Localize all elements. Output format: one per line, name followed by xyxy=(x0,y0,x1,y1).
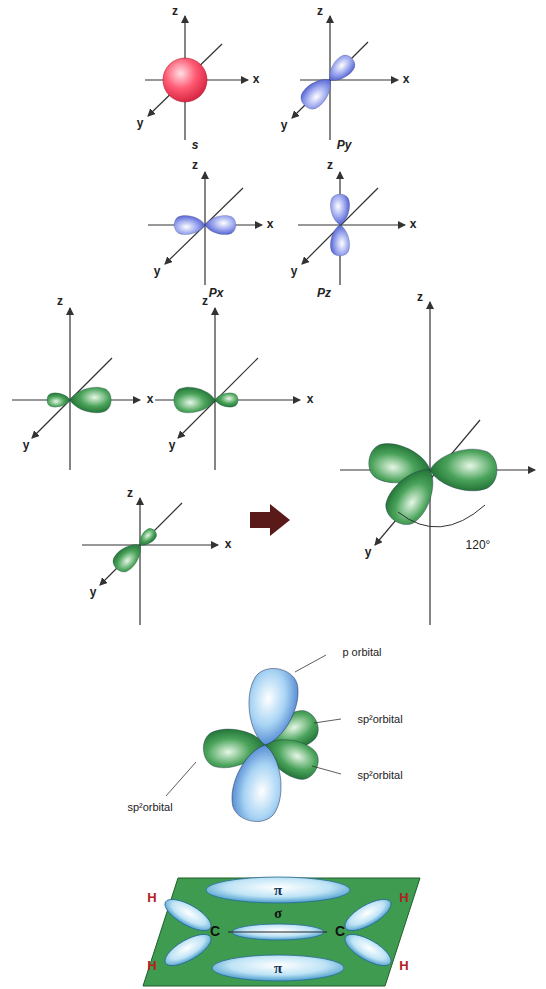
bond-label: σ xyxy=(274,906,282,921)
axis-label: y xyxy=(90,586,97,599)
orbital-name: Px xyxy=(209,287,224,300)
axis-label: x xyxy=(147,393,154,406)
axis-label: y xyxy=(154,265,161,278)
axis-label: z xyxy=(127,487,133,500)
orbital-callout: sp²orbital xyxy=(357,769,402,781)
axis-label: z xyxy=(202,295,208,308)
axis-label: z xyxy=(327,159,333,172)
atom-symbol: H xyxy=(399,959,408,973)
axis-label: y xyxy=(281,119,288,132)
bond-label: π xyxy=(274,882,282,899)
atom-symbol: H xyxy=(147,959,156,973)
atom-symbol: H xyxy=(399,891,408,905)
orbital-callout: p orbital xyxy=(342,646,381,658)
axis-label: z xyxy=(172,5,178,18)
axis-label: y xyxy=(23,439,30,452)
orbital-name: Py xyxy=(337,139,352,152)
axis-label: z xyxy=(192,159,198,172)
axis-label: y xyxy=(365,546,372,559)
axis-label: x xyxy=(253,73,260,86)
axis-label: y xyxy=(291,265,298,278)
atom-symbol: C xyxy=(335,924,345,939)
axis-label: z xyxy=(57,295,63,308)
orbital-name: s xyxy=(192,139,199,152)
axis-label: x xyxy=(267,218,274,231)
axis-label: x xyxy=(307,393,314,406)
axis-label: z xyxy=(417,291,423,304)
axis-label: x xyxy=(225,538,232,551)
atom-symbol: C xyxy=(210,924,220,939)
atom-symbol: H xyxy=(147,891,156,905)
axis-label: y xyxy=(169,439,176,452)
bond-label: π xyxy=(274,960,282,977)
axis-label: x xyxy=(410,218,417,231)
orbital-callout: sp²orbital xyxy=(127,801,172,813)
orbital-name: Pz xyxy=(317,287,331,300)
orbital-callout: sp²orbital xyxy=(357,713,402,725)
axis-label: x xyxy=(403,73,410,86)
axis-label: y xyxy=(137,117,144,130)
axis-label: z xyxy=(317,5,323,18)
angle-label: 120° xyxy=(466,539,491,552)
